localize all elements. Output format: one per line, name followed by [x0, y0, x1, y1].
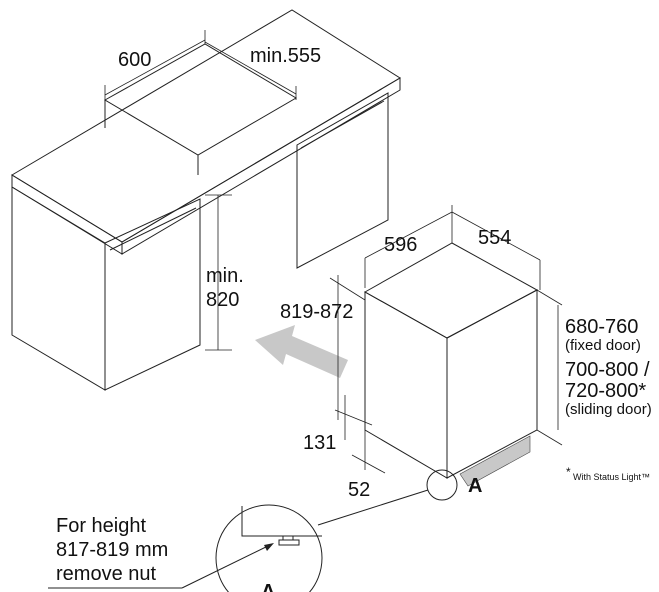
dishwasher-top: [363, 242, 539, 339]
detail-note-line2: 817-819 mm: [56, 539, 168, 561]
cabinet-height-label-1: min.: [206, 265, 244, 287]
footnote-star: *: [566, 465, 571, 479]
detail-circle: [426, 469, 458, 501]
cabinet-height-label-2: 820: [206, 289, 239, 311]
dishwasher-height-label: 819-872: [280, 301, 353, 323]
door-sliding-note: (sliding door): [565, 401, 652, 418]
dishwasher: 596 554 819-872 131 52 680-760 (fixed do…: [280, 205, 652, 501]
door-fixed-range: 680-760: [565, 316, 638, 338]
dishwasher-plinth: [459, 435, 531, 487]
countertop-left-edge: [11, 174, 123, 255]
door-sliding-range-2: 720-800*: [565, 380, 646, 402]
left-cabinet-front: [104, 198, 201, 391]
detail-note-line1: For height: [56, 515, 146, 537]
countertop-front-edge: [121, 77, 401, 255]
left-cabinet-side: [11, 186, 106, 391]
footnote-text: With Status Light™: [573, 472, 650, 482]
detail-a: For height 817-819 mm remove nut A: [48, 489, 429, 592]
dishwasher-depth-label: 554: [478, 227, 511, 249]
plinth-depth-label: 52: [348, 479, 370, 501]
insert-arrow-icon: [255, 325, 348, 378]
right-cabinet-front: [296, 92, 389, 269]
dishwasher-width-label: 596: [384, 234, 417, 256]
cabinet-width-label: 600: [118, 49, 151, 71]
door-sliding-range-1: 700-800 /: [565, 359, 650, 381]
cabinet-depth-label: min.555: [250, 45, 321, 67]
plinth-height-label: 131: [303, 432, 336, 454]
detail-note-line3: remove nut: [56, 563, 156, 585]
door-fixed-note: (fixed door): [565, 337, 641, 354]
detail-label: A: [261, 581, 275, 592]
detail-a-magnified: [215, 504, 323, 592]
detail-marker: A: [468, 475, 482, 497]
kitchen-cabinet: 600 min.555 min. 820: [11, 9, 401, 391]
dishwasher-side: [364, 291, 448, 479]
